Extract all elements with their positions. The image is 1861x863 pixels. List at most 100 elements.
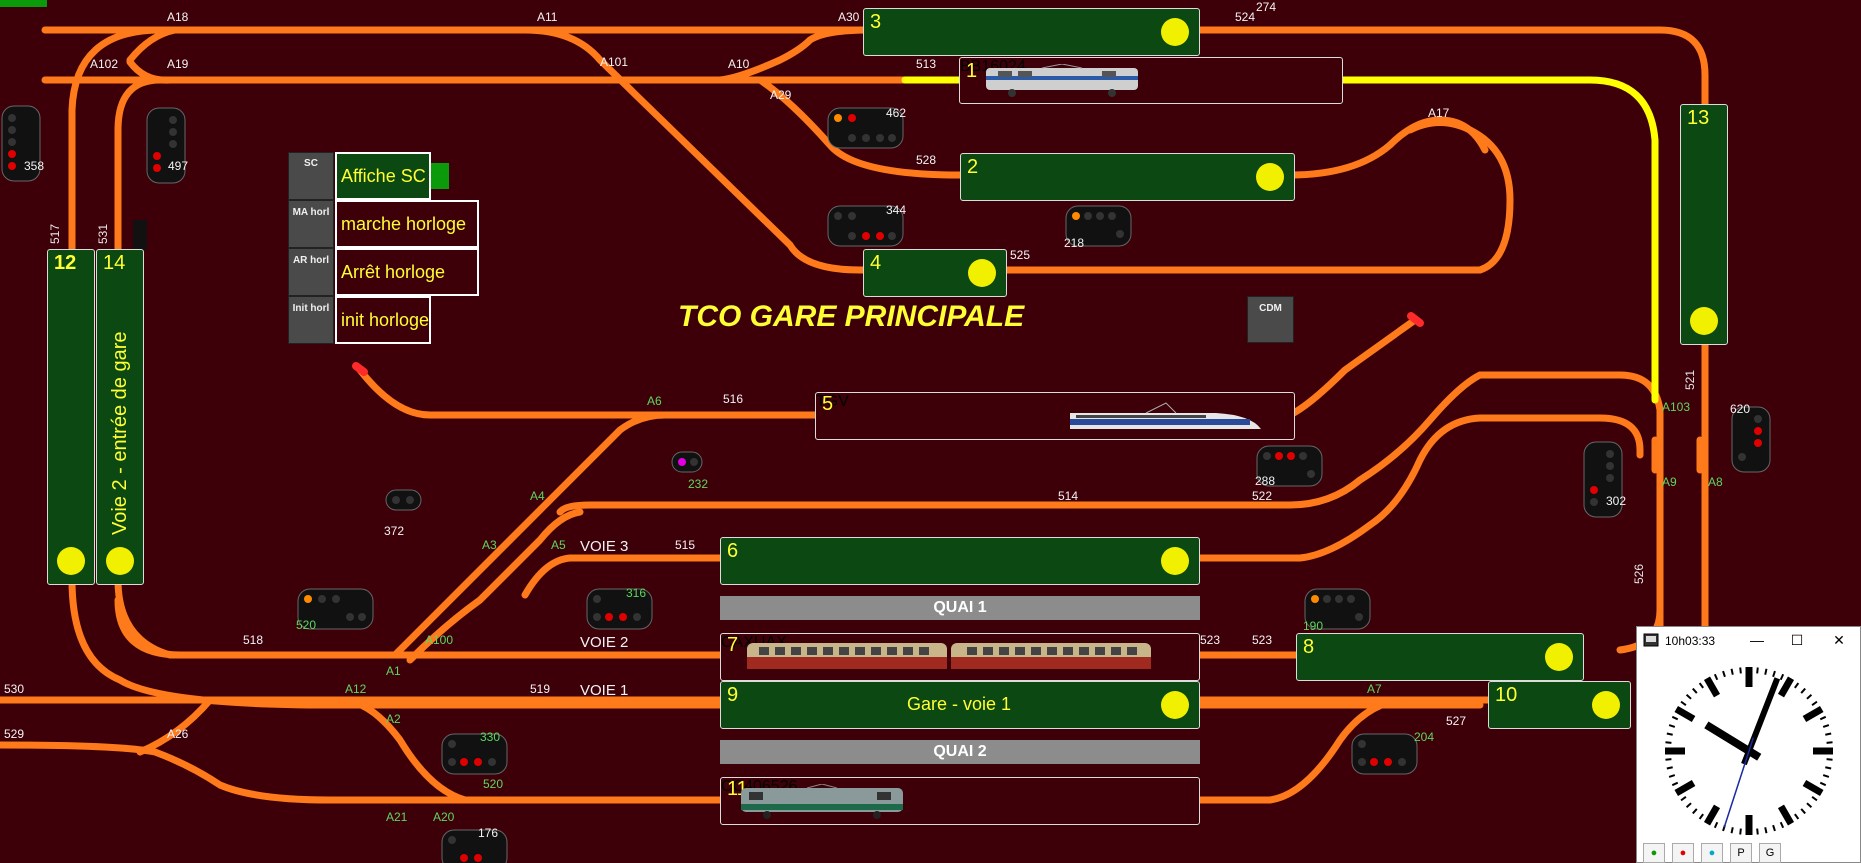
switch-label[interactable]: A12 (345, 682, 367, 696)
signal-218[interactable] (1064, 204, 1134, 248)
detector-label: 531 (96, 223, 110, 244)
cdm-button[interactable]: CDM (1247, 296, 1294, 343)
switch-label[interactable]: A29 (770, 88, 792, 102)
switch-label[interactable]: A2 (386, 712, 401, 726)
block-7[interactable]: 7 CAXUAX (720, 633, 1200, 681)
signal-520[interactable] (296, 587, 376, 631)
clock-hour-tick (1802, 705, 1824, 723)
detector-label: 232 (688, 477, 709, 491)
signal-288[interactable] (1255, 444, 1325, 488)
switch-label[interactable]: A9 (1662, 475, 1677, 489)
signal-620[interactable] (1730, 405, 1775, 475)
block-status-icon (1256, 163, 1284, 191)
clock-minute-tick (1825, 766, 1832, 770)
signal-344[interactable] (826, 204, 906, 250)
block-status-icon (1690, 307, 1718, 335)
init-horl-button[interactable]: Init horl (288, 296, 334, 344)
block-4[interactable]: 4 (863, 249, 1007, 297)
buffer-stop-left (352, 362, 368, 376)
block-9[interactable]: 9 Gare - voie 1 (720, 681, 1200, 729)
switch-label[interactable]: A11 (537, 10, 558, 24)
analog-clock-face (1663, 665, 1835, 837)
block-2[interactable]: 2 (960, 153, 1295, 201)
signal-316[interactable] (585, 587, 655, 631)
switch-label[interactable]: A8 (1708, 475, 1723, 489)
switch-label[interactable]: A102 (90, 57, 119, 71)
init-horloge-button[interactable]: init horloge (335, 296, 431, 344)
clock-run-icon[interactable]: ● (1643, 843, 1665, 863)
close-button[interactable]: ✕ (1833, 632, 1845, 648)
maximize-button[interactable]: ☐ (1790, 632, 1804, 648)
signal-302[interactable] (1582, 440, 1627, 520)
block-6[interactable]: 6 (720, 537, 1200, 585)
detector-label: 521 (1683, 369, 1697, 390)
signal-176[interactable] (440, 828, 510, 863)
clock-p-button[interactable]: P (1730, 843, 1752, 863)
block-13[interactable]: 13 (1680, 104, 1728, 345)
sc-button[interactable]: SC (288, 152, 334, 200)
switch-label[interactable]: A103 (1662, 400, 1691, 414)
minimize-button[interactable]: — (1750, 632, 1764, 648)
block-5[interactable]: 5 TGV (815, 392, 1295, 440)
switch-label[interactable]: A26 (167, 727, 189, 741)
signal-204[interactable] (1350, 732, 1420, 776)
signal-372[interactable] (384, 488, 424, 512)
block-1[interactable]: 1 BB16024 (959, 57, 1343, 104)
block-number: 14 (103, 252, 126, 274)
detector-label: 462 (886, 106, 907, 120)
signal-232[interactable] (670, 450, 705, 474)
clock-minute-tick (1680, 796, 1687, 802)
switch-label[interactable]: A7 (1367, 682, 1382, 696)
block-8[interactable]: 8 (1296, 633, 1584, 681)
switch-label[interactable]: A18 (167, 10, 189, 24)
detector-label: 620 (1730, 402, 1751, 416)
signal-497[interactable] (145, 106, 190, 186)
clock-minute-tick (1730, 827, 1734, 834)
switch-label[interactable]: A101 (600, 55, 629, 69)
arret-horloge-button[interactable]: Arrêt horloge (335, 248, 479, 296)
clock-minute-tick (1825, 732, 1832, 736)
signal-358[interactable] (0, 104, 45, 184)
block-12[interactable]: 12 (47, 249, 95, 585)
block-10[interactable]: 10 (1488, 681, 1631, 729)
affiche-sc-button[interactable]: Affiche SC (335, 152, 431, 200)
clock-minute-tick (1685, 694, 1692, 700)
switch-label[interactable]: A100 (425, 633, 454, 647)
switch-label[interactable]: A21 (386, 810, 408, 824)
switch-label[interactable]: A1 (386, 664, 401, 678)
detector-label: 524 (1235, 10, 1256, 24)
switch-label[interactable]: A30 (838, 10, 860, 24)
switch-label[interactable]: A3 (482, 538, 497, 552)
ar-horl-button[interactable]: AR horl (288, 248, 334, 296)
marche-horloge-button[interactable]: marche horloge (335, 200, 479, 248)
switch-label[interactable]: A17 (1428, 106, 1450, 120)
clock-minute-tick (1722, 670, 1726, 678)
clock-g-button[interactable]: G (1759, 843, 1781, 863)
switch-label[interactable]: A19 (167, 57, 189, 71)
block-status-icon (1592, 691, 1620, 719)
block-number: 5 (822, 393, 834, 415)
detector-label: 527 (1446, 714, 1467, 728)
detector-label: 530 (4, 682, 25, 696)
block-3[interactable]: 3 (863, 8, 1200, 56)
switch-label[interactable]: A20 (433, 810, 455, 824)
block-14[interactable]: 14 Voie 2 - entrée de gare (96, 249, 144, 585)
ma-horl-button[interactable]: MA horl (288, 200, 334, 248)
clock-stop-icon[interactable]: ● (1672, 843, 1694, 863)
signal-462[interactable] (826, 106, 906, 152)
clock-titlebar[interactable]: 10h03:33 — ☐ ✕ (1637, 627, 1860, 655)
detector-label: 522 (1252, 489, 1273, 503)
clock-reset-icon[interactable]: ● (1701, 843, 1723, 863)
block-status-icon (57, 547, 85, 575)
signal-190[interactable] (1303, 587, 1373, 631)
detector-label: 372 (384, 524, 405, 538)
switch-label[interactable]: A4 (530, 489, 545, 503)
clock-minute-tick (1800, 687, 1806, 694)
signal-330[interactable] (440, 732, 510, 776)
switch-label[interactable]: A6 (647, 394, 662, 408)
block-11[interactable]: 11 CC406526 (720, 777, 1200, 825)
switch-label[interactable]: A5 (551, 538, 566, 552)
detector-label: 526 (1632, 563, 1646, 584)
switch-label[interactable]: A10 (728, 57, 750, 71)
